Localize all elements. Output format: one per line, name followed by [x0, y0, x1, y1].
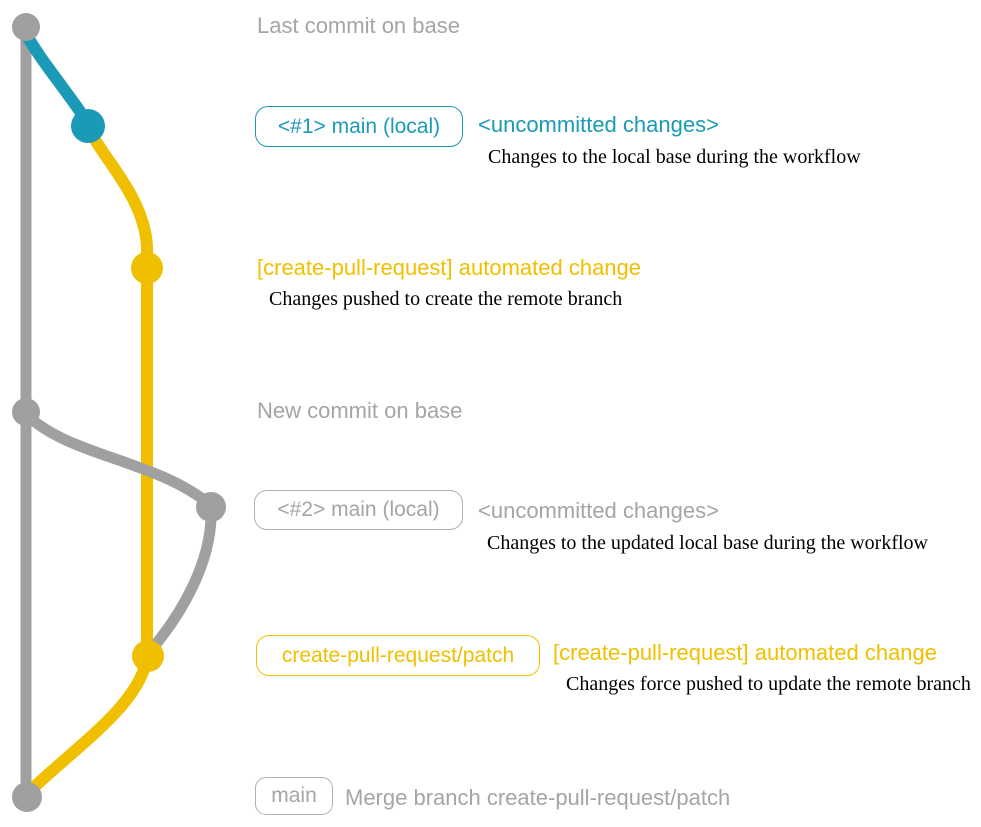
last-commit-on-base-label: Last commit on base: [257, 13, 460, 38]
rebase-curve-gray-bottom: [145, 503, 217, 656]
automated-change-title-2: [create-pull-request] automated change: [553, 640, 938, 665]
automated-change-title-1: [create-pull-request] automated change: [257, 255, 642, 280]
automated-change-caption-1: Changes pushed to create the remote bran…: [269, 288, 623, 310]
uncommitted-changes-caption-1: Changes to the local base during the wor…: [488, 146, 861, 168]
branch-badge-main-local-1: <#1> main (local): [255, 106, 463, 147]
commit-node-last-base: [12, 13, 40, 41]
new-commit-on-base-label: New commit on base: [257, 398, 463, 423]
uncommitted-changes-title-1: <uncommitted changes>: [478, 112, 719, 137]
commit-node-new-base: [12, 398, 40, 426]
git-graph: [12, 13, 226, 812]
uncommitted-changes-title-2: <uncommitted changes>: [478, 498, 719, 523]
merge-commit-label: Merge branch create-pull-request/patch: [345, 785, 731, 810]
automated-change-caption-2: Changes force pushed to update the remot…: [566, 673, 971, 695]
patch-branch-curve-top: [82, 122, 153, 270]
branch-badge-main: main: [255, 777, 333, 815]
branch-badge-patch: create-pull-request/patch: [256, 635, 540, 676]
commit-node-automated-2: [132, 640, 164, 672]
local-changes-curve-blue: [20, 28, 92, 126]
commit-node-automated-1: [131, 252, 163, 284]
commit-node-main-local-2: [196, 492, 226, 522]
branch-badge-main-local-2: <#2> main (local): [254, 490, 463, 530]
uncommitted-changes-caption-2: Changes to the updated local base during…: [487, 532, 928, 554]
merge-curve-yellow: [23, 652, 153, 798]
commit-node-merge: [12, 782, 42, 812]
rebase-curve-gray-top: [20, 408, 215, 510]
commit-node-main-local-1: [71, 109, 105, 143]
